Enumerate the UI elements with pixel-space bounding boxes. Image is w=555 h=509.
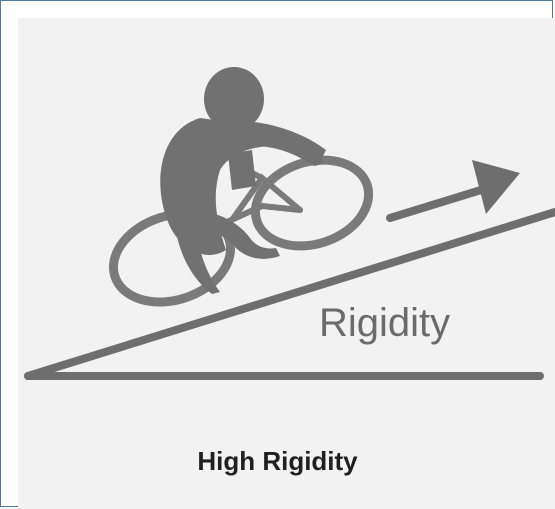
diagram-caption: High Rigidity	[197, 446, 358, 476]
diagram-panel	[18, 18, 555, 509]
arrow-icon	[386, 160, 520, 222]
slope-label: Rigidity	[319, 301, 451, 345]
cyclist-icon	[160, 67, 326, 294]
incline-line	[24, 208, 555, 380]
